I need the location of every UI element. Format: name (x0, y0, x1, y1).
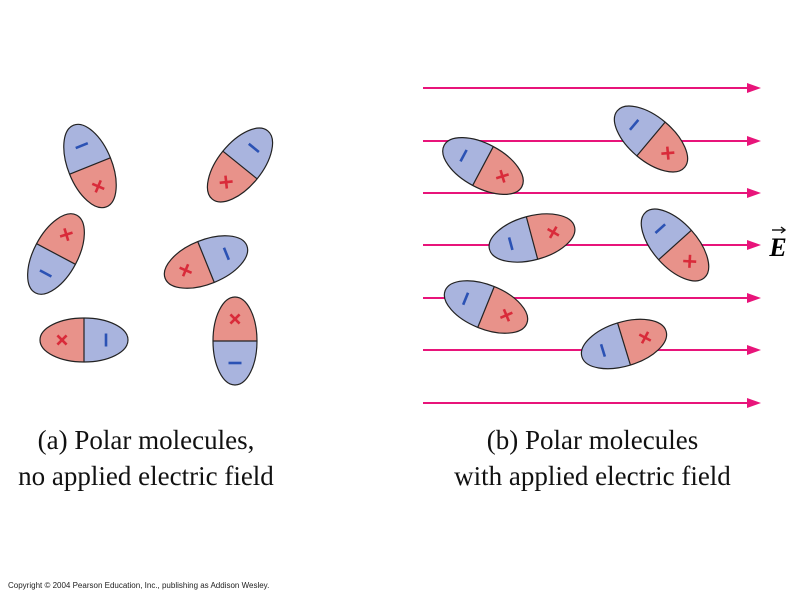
negative-end (27, 243, 76, 295)
minus-icon (75, 141, 89, 150)
minus-icon (459, 149, 468, 163)
minus-icon (222, 247, 231, 261)
plus-icon (661, 146, 675, 160)
minus-icon (628, 119, 640, 131)
panel-a-no-field (27, 123, 274, 386)
minus-icon (247, 142, 260, 154)
polar-molecule (163, 235, 249, 289)
negative-end (614, 106, 666, 156)
polar-molecule (39, 317, 129, 363)
copyright-notice: Copyright © 2004 Pearson Education, Inc.… (8, 581, 270, 590)
polar-molecule (613, 105, 689, 173)
panel-b-with-field: E (423, 83, 787, 408)
field-label: E (768, 226, 787, 262)
positive-end (658, 230, 709, 281)
vector-arrow-icon (772, 226, 787, 234)
plus-icon (91, 179, 105, 193)
positive-end (69, 157, 117, 208)
plus-icon (495, 169, 510, 183)
plus-icon (683, 254, 697, 268)
plus-icon (499, 308, 513, 322)
polar-molecule (27, 213, 85, 295)
minus-icon (39, 269, 53, 278)
caption-b: (b) Polar molecules with applied electri… (420, 422, 765, 494)
positive-end (164, 241, 215, 289)
positive-end (636, 122, 688, 172)
caption-b-line1: (b) Polar molecules (486, 425, 699, 455)
polar-molecule (443, 280, 529, 334)
negative-end (222, 128, 273, 179)
field-line (423, 240, 761, 250)
caption-a-line1: (a) Polar molecules, (37, 425, 255, 455)
field-line (423, 398, 761, 408)
polar-molecule (212, 296, 258, 386)
field-label-e: E (768, 233, 786, 262)
polar-molecule (442, 137, 524, 195)
plus-icon (546, 226, 560, 239)
negative-end (197, 235, 248, 283)
negative-end (442, 137, 494, 186)
polar-molecule (63, 123, 117, 209)
negative-end (489, 216, 538, 263)
minus-icon (654, 223, 666, 234)
caption-a-line2: no applied electric field (18, 461, 274, 491)
plus-icon (219, 175, 233, 189)
positive-end (36, 213, 85, 265)
field-line (423, 188, 761, 198)
plus-icon (59, 227, 73, 242)
caption-b-line2: with applied electric field (454, 461, 731, 491)
negative-end (581, 322, 631, 369)
minus-icon (599, 343, 607, 358)
positive-end (207, 151, 258, 202)
plus-icon (638, 331, 652, 344)
plus-icon (179, 263, 193, 277)
aligned-molecules (442, 105, 710, 370)
polar-molecule (580, 318, 668, 370)
caption-a: (a) Polar molecules, no applied electric… (0, 422, 292, 494)
negative-end (444, 280, 495, 328)
negative-end (641, 209, 692, 260)
polar-molecule (206, 127, 274, 203)
minus-icon (507, 237, 514, 251)
polar-molecule (488, 213, 576, 263)
positive-end (472, 146, 524, 195)
field-line (423, 83, 761, 93)
plus-icon (56, 334, 68, 346)
positive-end (477, 286, 528, 334)
negative-end (63, 124, 111, 175)
plus-icon (229, 313, 241, 325)
minus-icon (461, 292, 470, 306)
polar-molecule (640, 208, 710, 282)
